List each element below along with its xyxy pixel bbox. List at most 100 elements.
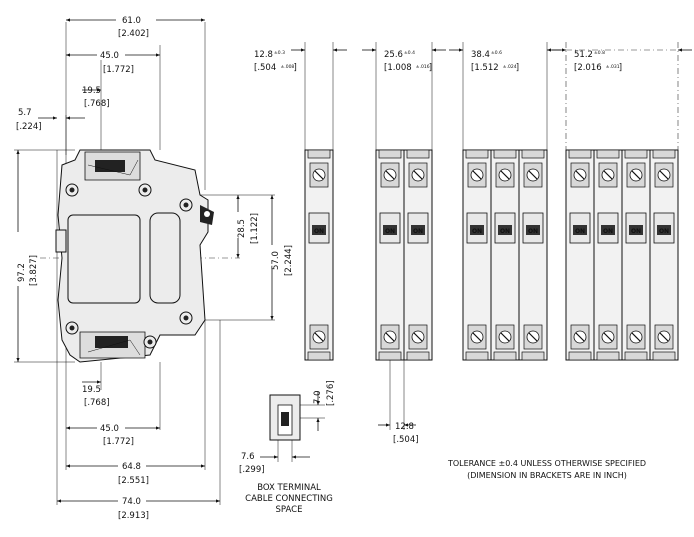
dim-height-inner-mm: 57.0 <box>271 251 281 270</box>
terminal-tab <box>652 149 676 159</box>
screw-slot <box>472 170 482 180</box>
front-view-3p-width-inch: [1.512 <box>471 63 499 73</box>
screw-slot <box>314 332 324 342</box>
dim-box-width-inch: [.299] <box>239 465 265 475</box>
tolerance-note-line-1: TOLERANCE ±0.4 UNLESS OTHERWISE SPECIFIE… <box>447 459 646 468</box>
on-indicator <box>629 225 643 235</box>
screw-slot <box>500 332 510 342</box>
dim-terminal-offset-top-inch: [.768] <box>84 99 110 109</box>
on-label: ON <box>413 228 423 235</box>
terminal-tab <box>406 351 430 361</box>
screw-slot <box>603 332 613 342</box>
front-view-2p-width-mm-tol: ±0.4 <box>404 50 415 56</box>
screw-slot <box>575 332 585 342</box>
screw-slot <box>385 170 395 180</box>
box-terminal-caption-line-3: SPACE <box>276 505 303 515</box>
terminal-tab <box>624 351 648 361</box>
on-indicator <box>470 225 484 235</box>
on-label: ON <box>472 228 482 235</box>
on-indicator <box>383 225 397 235</box>
dim-width-total-inch: [2.913] <box>118 511 149 521</box>
screw-slot <box>500 170 510 180</box>
front-view-4p-width-mm: 51.2 <box>574 50 593 60</box>
dim-height-half-mm: 28.5 <box>237 219 247 238</box>
front-view-1p-width-mm: 12.8 <box>254 50 273 60</box>
front-view-2p-width-inch-close: ] <box>429 63 432 73</box>
dim-width-mount-inch: [2.551] <box>118 476 149 486</box>
front-view-4p-width-inch-close: ] <box>619 63 622 73</box>
dim-edge-offset-inch: [.224] <box>16 122 42 132</box>
terminal-tab <box>307 351 331 361</box>
dim-box-height-inch: [.276] <box>326 380 336 406</box>
front-view-3p-width-mm: 38.4 <box>471 50 490 60</box>
on-label: ON <box>314 228 324 235</box>
dim-edge-offset-mm: 5.7 <box>18 108 32 118</box>
on-indicator <box>526 225 540 235</box>
dim-pole-pitch-inch: [.504] <box>393 435 419 445</box>
on-label: ON <box>603 228 613 235</box>
on-label: ON <box>500 228 510 235</box>
terminal-tab <box>521 351 545 361</box>
on-label: ON <box>631 228 641 235</box>
front-view-2p-width-mm: 25.6 <box>384 50 403 60</box>
on-indicator <box>601 225 615 235</box>
on-label: ON <box>659 228 669 235</box>
terminal-tab <box>378 351 402 361</box>
dim-terminal-offset-top-mm: 19.5 <box>82 86 101 96</box>
on-label: ON <box>385 228 395 235</box>
dim-width-overall-inch: [2.402] <box>118 29 149 39</box>
dim-terminal-offset-bottom-mm: 19.5 <box>82 385 101 395</box>
dim-terminal-offset-bottom-inch: [.768] <box>84 398 110 408</box>
screw-slot <box>575 170 585 180</box>
screw-slot <box>528 170 538 180</box>
front-view-4p-width-inch-tol: ±.031 <box>606 64 620 70</box>
screw-slot <box>659 332 669 342</box>
terminal-tab <box>307 149 331 159</box>
dim-width-mid-mm: 45.0 <box>100 51 119 61</box>
on-label: ON <box>528 228 538 235</box>
dim-height-inner-inch: [2.244] <box>284 245 294 276</box>
front-view-2p-width-inch-tol: ±.016 <box>416 64 430 70</box>
terminal-tab <box>406 149 430 159</box>
front-view-1p-width-inch-tol: ±.008 <box>281 64 295 70</box>
dim-height-overall-inch: [3.827] <box>29 255 39 286</box>
screw-slot <box>603 170 613 180</box>
front-view-4p-width-inch: [2.016 <box>574 63 602 73</box>
dim-box-height-mm: 7.0 <box>313 390 323 404</box>
front-view-1p-width-inch-close: ] <box>294 63 297 73</box>
terminal-tab <box>596 149 620 159</box>
dim-pole-pitch-mm: 12.8 <box>395 422 414 432</box>
on-indicator <box>411 225 425 235</box>
dim-width-bottom-mm: 45.0 <box>100 424 119 434</box>
screw-slot <box>528 332 538 342</box>
front-view-3p-width-mm-tol: ±0.6 <box>491 50 502 56</box>
terminal-tab <box>465 149 489 159</box>
dim-box-width-mm: 7.6 <box>241 452 255 462</box>
on-indicator <box>573 225 587 235</box>
screw-slot <box>659 170 669 180</box>
front-view-2p-width-inch: [1.008 <box>384 63 412 73</box>
on-label: ON <box>575 228 585 235</box>
terminal-tab <box>378 149 402 159</box>
box-terminal-caption-line-1: BOX TERMINAL <box>257 483 321 493</box>
screw-slot <box>631 170 641 180</box>
front-view-4p-width-mm-tol: ±0.8 <box>594 50 605 56</box>
pole-pitch-dimension: 12.8 [.504] <box>378 360 419 445</box>
terminal-tab <box>624 149 648 159</box>
screw-slot <box>631 332 641 342</box>
dim-width-overall-mm: 61.0 <box>122 16 141 26</box>
on-indicator <box>312 225 326 235</box>
screw-slot <box>385 332 395 342</box>
dim-width-mid-inch: [1.772] <box>103 65 134 75</box>
dim-width-total-mm: 74.0 <box>122 497 141 507</box>
terminal-tab <box>521 149 545 159</box>
on-indicator <box>657 225 671 235</box>
screw-slot <box>472 332 482 342</box>
screw-slot <box>413 170 423 180</box>
terminal-tab <box>465 351 489 361</box>
terminal-tab <box>568 149 592 159</box>
terminal-tab <box>493 149 517 159</box>
screw-slot <box>314 170 324 180</box>
